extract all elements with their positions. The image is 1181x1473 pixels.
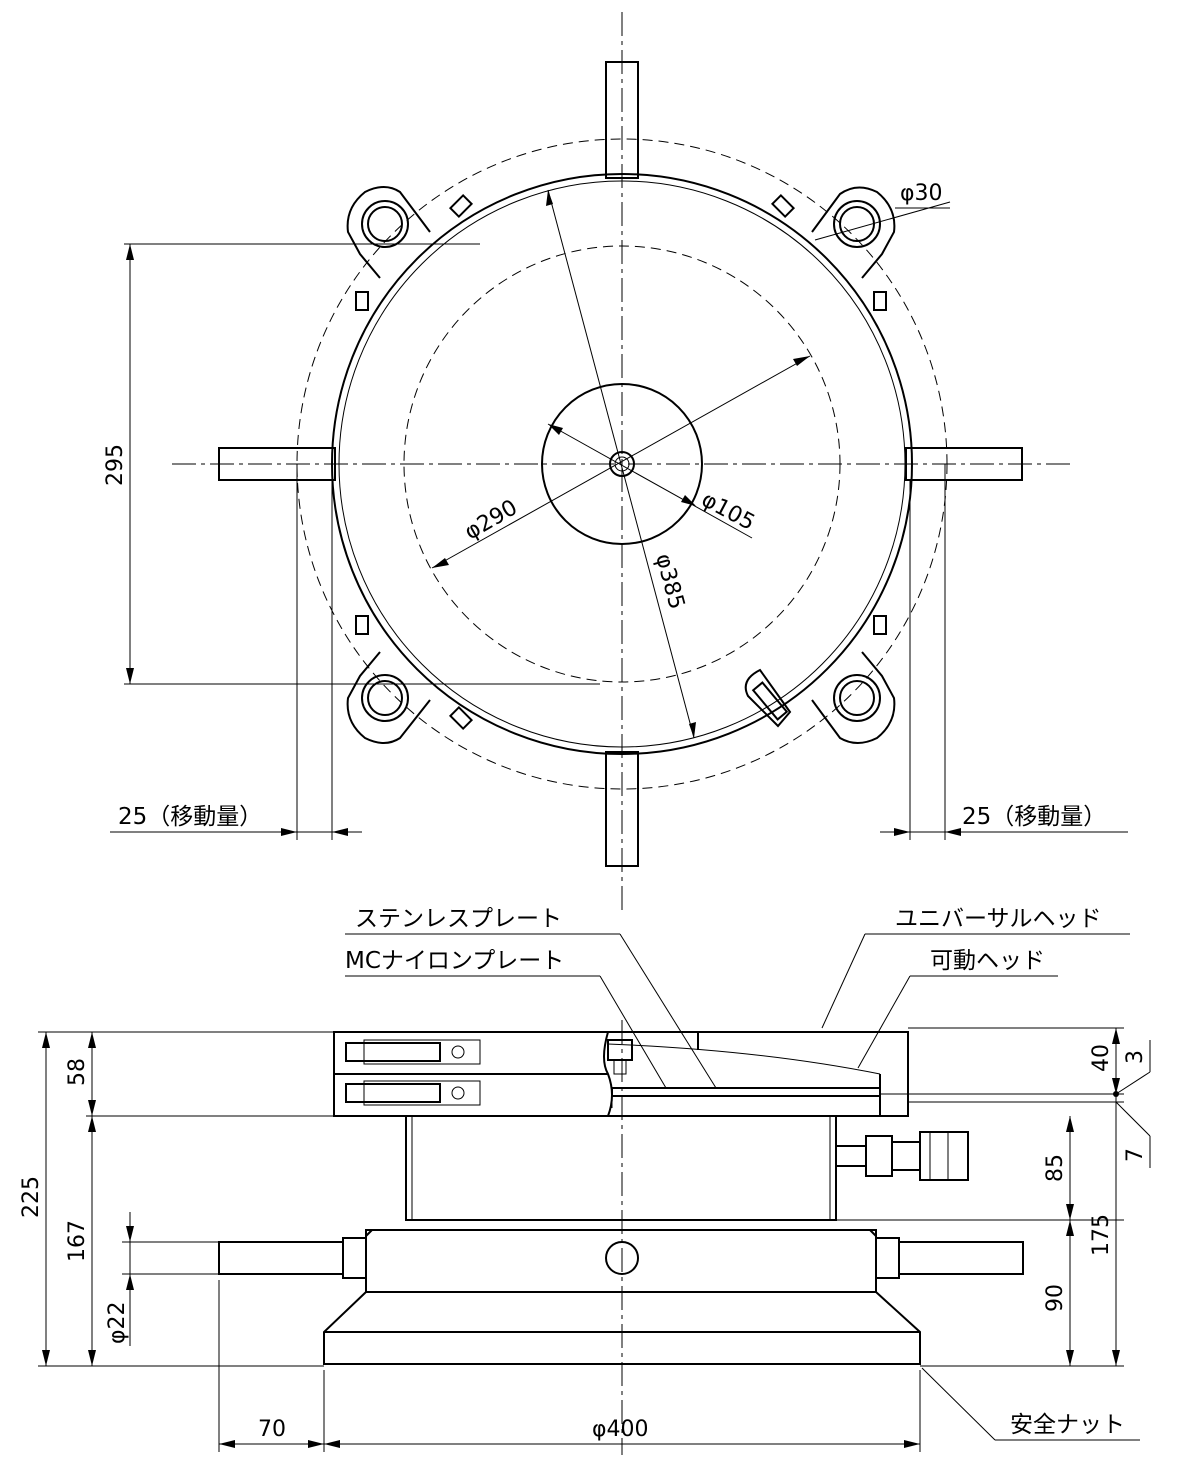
circle-290 xyxy=(403,245,841,683)
dim-move-left: 25（移動量） xyxy=(118,804,262,830)
handle-left xyxy=(218,447,336,481)
lug-top-right xyxy=(811,186,896,279)
side-view: ステンレスプレート MCナイロンプレート ユニバーサルヘッド 可動ヘッド 安全ナ… xyxy=(19,906,1151,1455)
dim-d22: φ22 xyxy=(105,1301,130,1344)
dim-d400: φ400 xyxy=(592,1417,649,1442)
dim-40: 40 xyxy=(1089,1044,1114,1072)
dim-d385: φ385 xyxy=(650,551,689,612)
nylon-plate xyxy=(611,1087,881,1097)
clamp-lower xyxy=(345,1080,481,1106)
dim-3: 3 xyxy=(1123,1050,1148,1064)
center-pivot xyxy=(609,451,635,477)
valve-fitting xyxy=(744,668,792,728)
center-boss-105 xyxy=(541,383,703,545)
dim-295: 295 xyxy=(103,444,128,486)
dim-90: 90 xyxy=(1043,1284,1068,1312)
dim-70: 70 xyxy=(258,1417,286,1442)
clamp-upper xyxy=(345,1039,481,1065)
label-safety-nut: 安全ナット xyxy=(1010,1412,1125,1438)
label-movable-head: 可動ヘッド xyxy=(930,948,1045,974)
hydraulic-coupler xyxy=(835,1131,969,1181)
dim-7: 7 xyxy=(1123,1148,1148,1162)
cylinder-body xyxy=(405,1115,837,1221)
lug-bottom-left xyxy=(346,651,431,744)
lug-bottom-right xyxy=(811,651,896,744)
handle-bottom xyxy=(605,751,639,867)
label-stainless-plate: ステンレスプレート xyxy=(355,906,562,932)
label-mc-nylon-plate: MCナイロンプレート xyxy=(345,948,564,974)
dim-d290: φ290 xyxy=(461,495,522,545)
dim-d30: φ30 xyxy=(900,181,943,206)
lug-top-left xyxy=(346,186,431,279)
base-ring xyxy=(365,1229,877,1293)
rim-bolts xyxy=(355,193,887,731)
safety-nut-plate xyxy=(323,1291,921,1365)
inner-edge-circle xyxy=(338,180,906,748)
outer-body-circle xyxy=(331,173,913,755)
handle-top xyxy=(605,61,639,179)
dim-d105: φ105 xyxy=(697,487,759,536)
dim-85: 85 xyxy=(1043,1154,1068,1182)
side-handle-left xyxy=(218,1241,344,1275)
dim-167: 167 xyxy=(65,1220,90,1262)
top-view: φ30 φ105 φ290 φ385 295 25（移動量） 25（移動量） xyxy=(103,12,1128,910)
head-bolt xyxy=(607,1039,633,1061)
dim-175: 175 xyxy=(1089,1214,1114,1256)
dim-move-right: 25（移動量） xyxy=(962,804,1106,830)
side-handle-right xyxy=(898,1241,1024,1275)
handle-right xyxy=(905,447,1023,481)
dim-58: 58 xyxy=(65,1058,90,1086)
pitch-circle-385 xyxy=(296,138,948,790)
dim-225: 225 xyxy=(19,1176,44,1218)
base-hole xyxy=(605,1241,639,1275)
label-universal-head: ユニバーサルヘッド xyxy=(895,906,1102,932)
